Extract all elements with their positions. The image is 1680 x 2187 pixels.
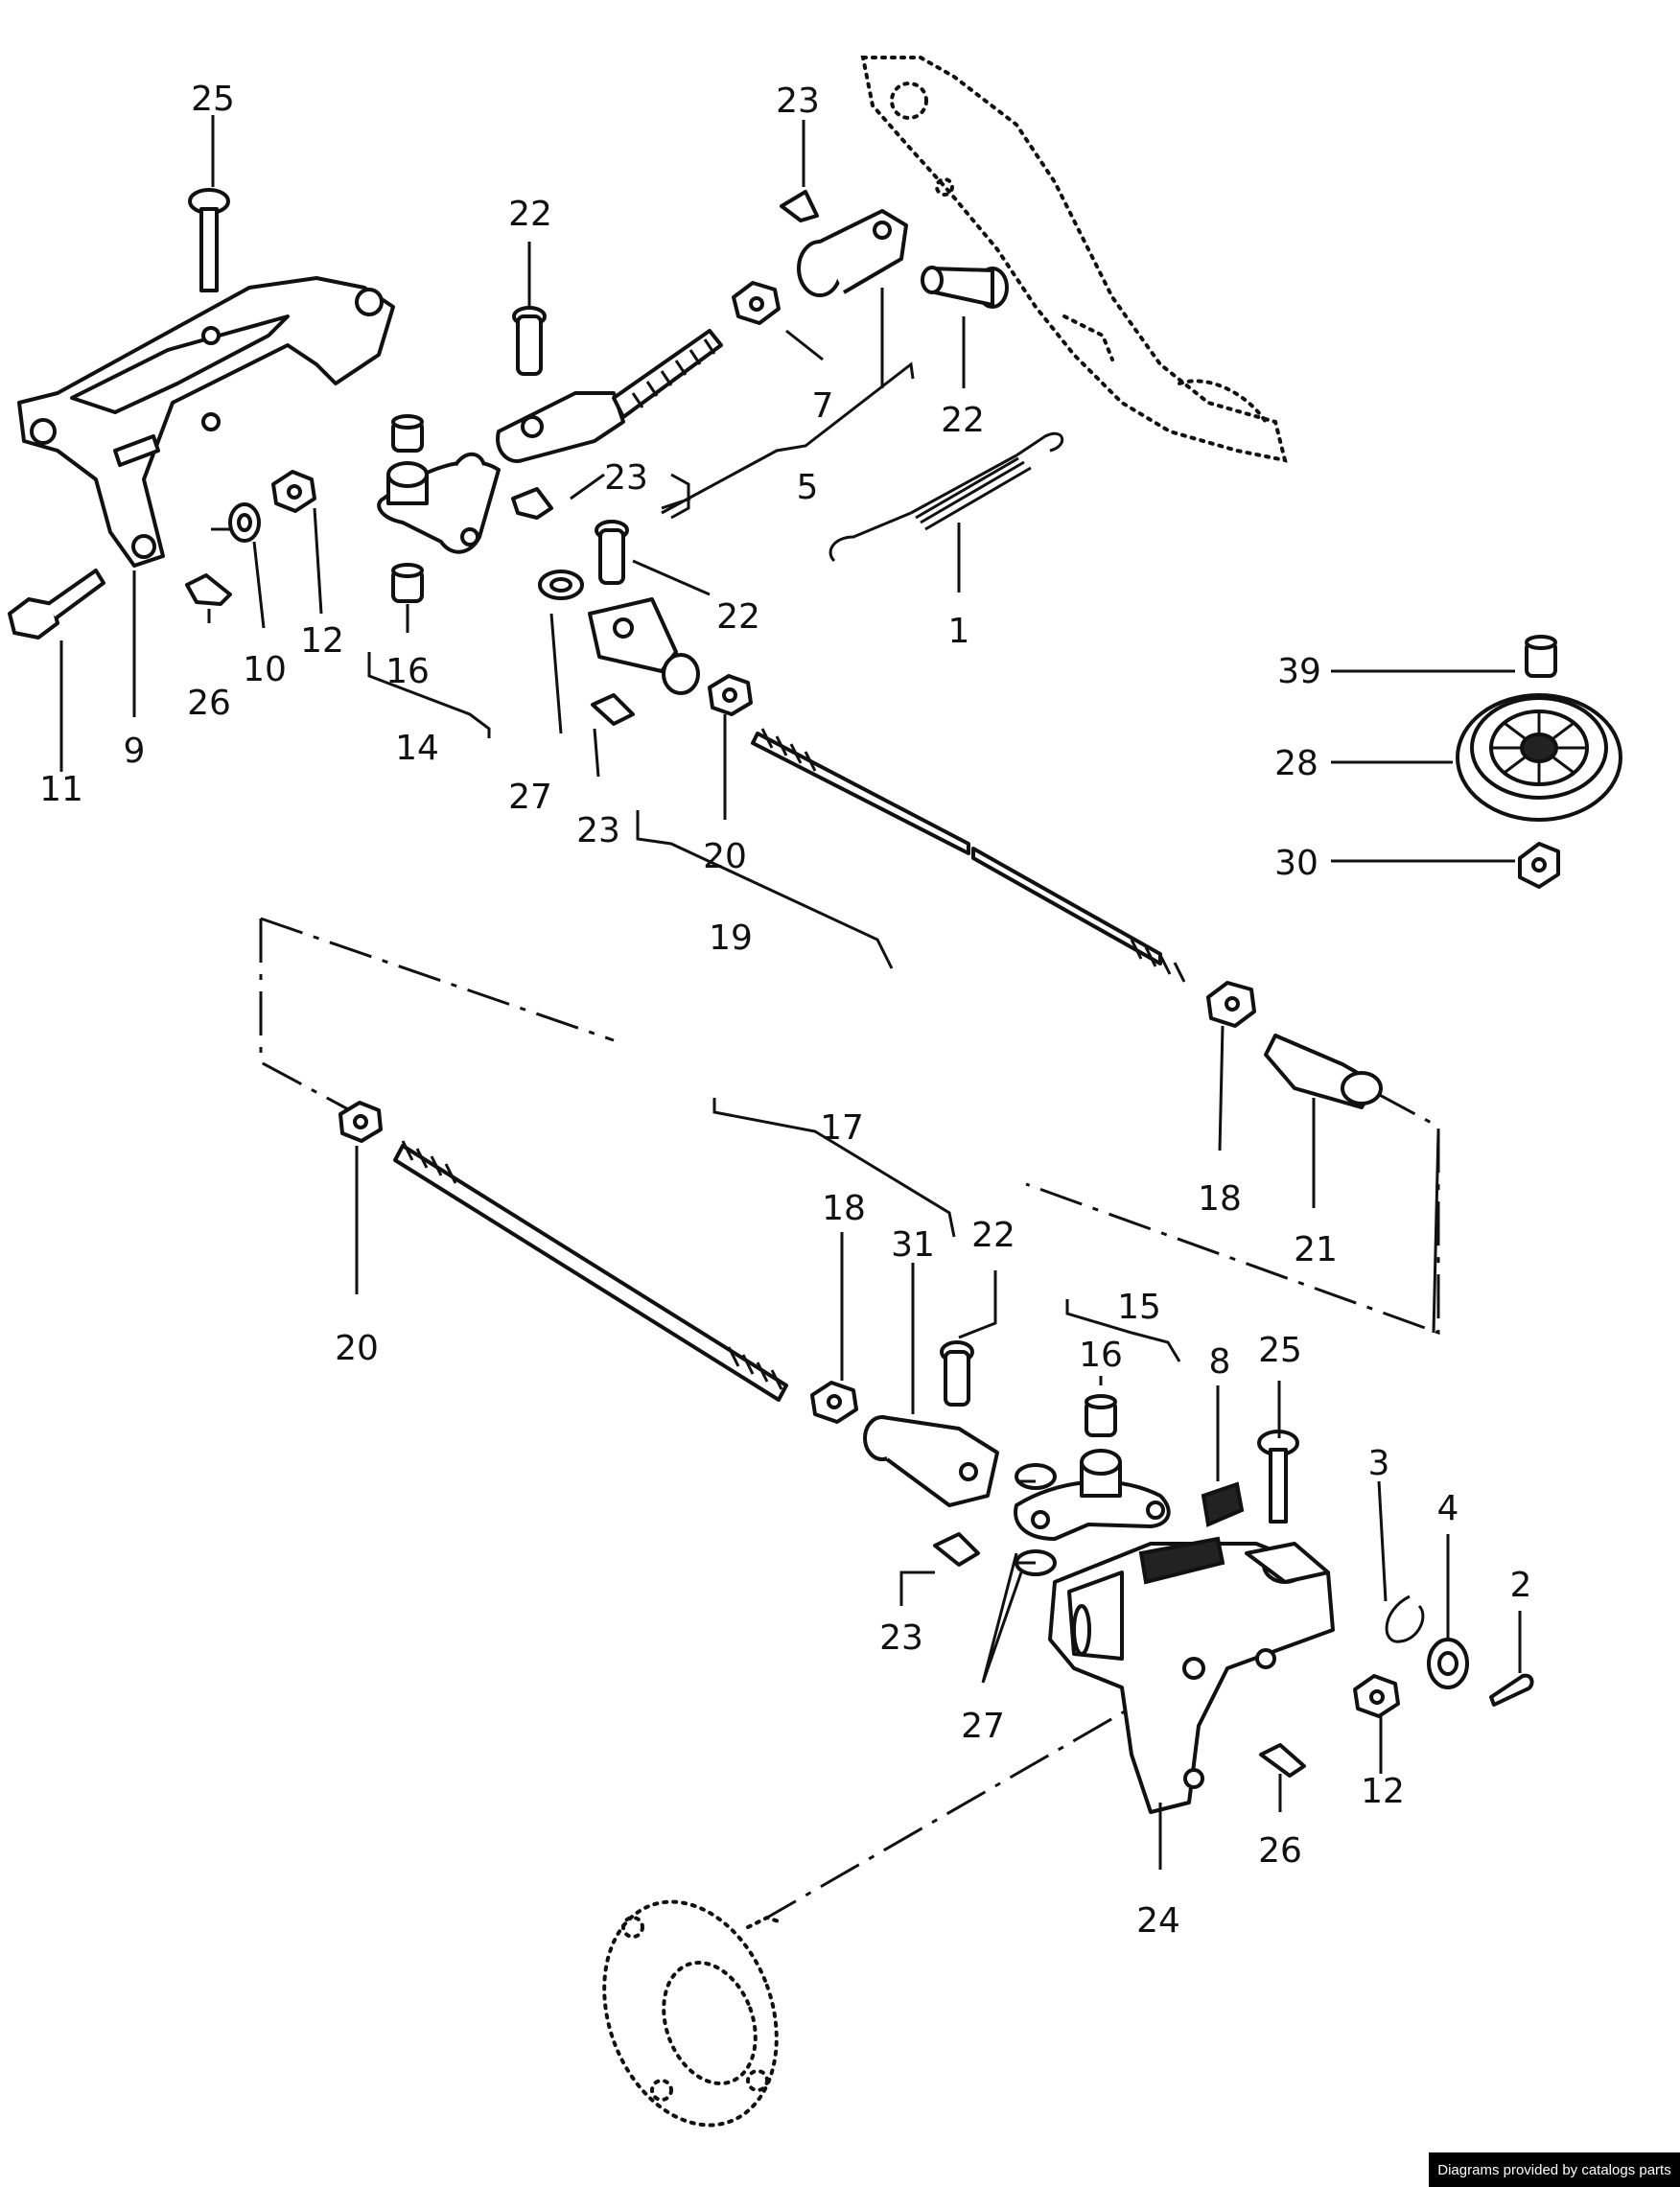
- label-27b: 27: [961, 1707, 1005, 1746]
- clevis-part-31: [863, 1415, 999, 1507]
- sleeve-part-21: [1264, 1034, 1383, 1109]
- clip-part-23b: [511, 487, 553, 520]
- label-18b: 18: [822, 1189, 866, 1228]
- label-25a: 25: [191, 80, 235, 119]
- label-16a: 16: [385, 652, 430, 691]
- rod-lower: [393, 1140, 788, 1402]
- guide-lines: [211, 527, 1440, 1919]
- circlip-part-3: [1385, 1594, 1425, 1643]
- label-10: 10: [243, 650, 287, 689]
- nut-part-20b-hole: [353, 1114, 368, 1129]
- label-20b: 20: [335, 1329, 379, 1368]
- clip-part-26b: [1259, 1743, 1306, 1778]
- rod-upper: [751, 728, 1186, 983]
- washer-part-10-hole: [237, 513, 252, 532]
- braces: [367, 361, 1440, 1362]
- label-28: 28: [1274, 744, 1318, 783]
- label-23b: 23: [604, 458, 648, 498]
- label-20a: 20: [703, 837, 747, 876]
- pin-part-22b: [921, 266, 1009, 309]
- label-11: 11: [39, 770, 83, 809]
- part-labels: 25 22 23 22 7 5 23 22 1 39 28 30 11 9 26…: [39, 80, 1531, 1941]
- label-12a: 12: [300, 621, 344, 661]
- label-16b: 16: [1079, 1336, 1123, 1375]
- bolt-part-11: [8, 569, 105, 640]
- nut-part-18a-hole: [1225, 996, 1240, 1012]
- clevis-part-5: [797, 209, 908, 297]
- bushing-part-16b: [391, 563, 424, 603]
- label-21: 21: [1294, 1230, 1338, 1269]
- label-30: 30: [1274, 844, 1318, 883]
- label-22c: 22: [716, 597, 760, 637]
- label-2: 2: [1510, 1566, 1532, 1605]
- label-17: 17: [820, 1108, 864, 1148]
- clip-part-23c: [591, 693, 635, 726]
- label-8: 8: [1209, 1342, 1231, 1382]
- label-22a: 22: [508, 195, 552, 234]
- clip-part-26: [185, 573, 232, 606]
- label-23a: 23: [776, 81, 820, 121]
- label-5: 5: [797, 468, 819, 507]
- label-22b: 22: [941, 401, 985, 440]
- clip-part-23a: [780, 190, 819, 222]
- label-26a: 26: [187, 684, 231, 723]
- label-3: 3: [1368, 1444, 1390, 1483]
- label-26b: 26: [1258, 1831, 1302, 1871]
- label-14: 14: [395, 729, 439, 768]
- block-part-8: [1201, 1481, 1245, 1527]
- bushing-part-16a: [391, 414, 424, 453]
- clevis-part-19: [588, 597, 700, 695]
- lever-part-15: [1014, 1394, 1171, 1541]
- label-23c: 23: [576, 811, 620, 850]
- clevis-rod-part-5: [496, 329, 723, 463]
- flange-outline: [602, 1899, 783, 2128]
- label-23d: 23: [879, 1618, 923, 1658]
- washer-part-27b-top: [1015, 1463, 1057, 1490]
- cap-part-39: [1525, 635, 1557, 678]
- label-31: 31: [891, 1225, 935, 1265]
- washer-part-4-hole: [1437, 1651, 1458, 1676]
- nut-part-20a-hole: [722, 687, 737, 703]
- nut-part-18b-hole: [827, 1394, 842, 1409]
- bracket-part-24: [1048, 1536, 1335, 1814]
- pulley-part-28: [1456, 693, 1622, 822]
- pin-part-22a: [512, 306, 547, 376]
- credit-footer: Diagrams provided by catalogs parts: [1429, 2152, 1680, 2187]
- label-19: 19: [709, 919, 753, 958]
- pin-part-22d: [940, 1340, 974, 1407]
- label-4: 4: [1437, 1489, 1459, 1528]
- nut-part-12-hole: [287, 484, 302, 500]
- clip-part-23d: [933, 1532, 980, 1567]
- spring-part-1: [828, 431, 1063, 563]
- pedal-outline: [860, 56, 1288, 463]
- label-15: 15: [1117, 1288, 1161, 1327]
- nut-part-12b-hole: [1369, 1689, 1385, 1705]
- label-22d: 22: [971, 1216, 1015, 1255]
- label-9: 9: [124, 732, 146, 771]
- bolt-part-25: [188, 188, 230, 292]
- label-1: 1: [948, 612, 970, 651]
- cotter-pin-part-2: [1489, 1673, 1534, 1707]
- label-27a: 27: [508, 778, 552, 817]
- label-18a: 18: [1198, 1179, 1242, 1219]
- leader-lines: [59, 115, 1522, 1870]
- label-7: 7: [812, 386, 834, 426]
- bracket-part-9: [17, 276, 395, 568]
- pin-part-22c: [595, 520, 629, 585]
- label-25b: 25: [1258, 1331, 1302, 1370]
- lever-part-14: [377, 452, 501, 554]
- label-24: 24: [1136, 1901, 1180, 1941]
- label-12b: 12: [1361, 1772, 1405, 1811]
- bolt-part-25b: [1257, 1430, 1299, 1524]
- washer-part-27a-hole: [549, 577, 572, 593]
- nut-part-30-hole: [1531, 857, 1547, 872]
- label-39: 39: [1277, 652, 1321, 691]
- nut-part-7-hole: [749, 296, 764, 312]
